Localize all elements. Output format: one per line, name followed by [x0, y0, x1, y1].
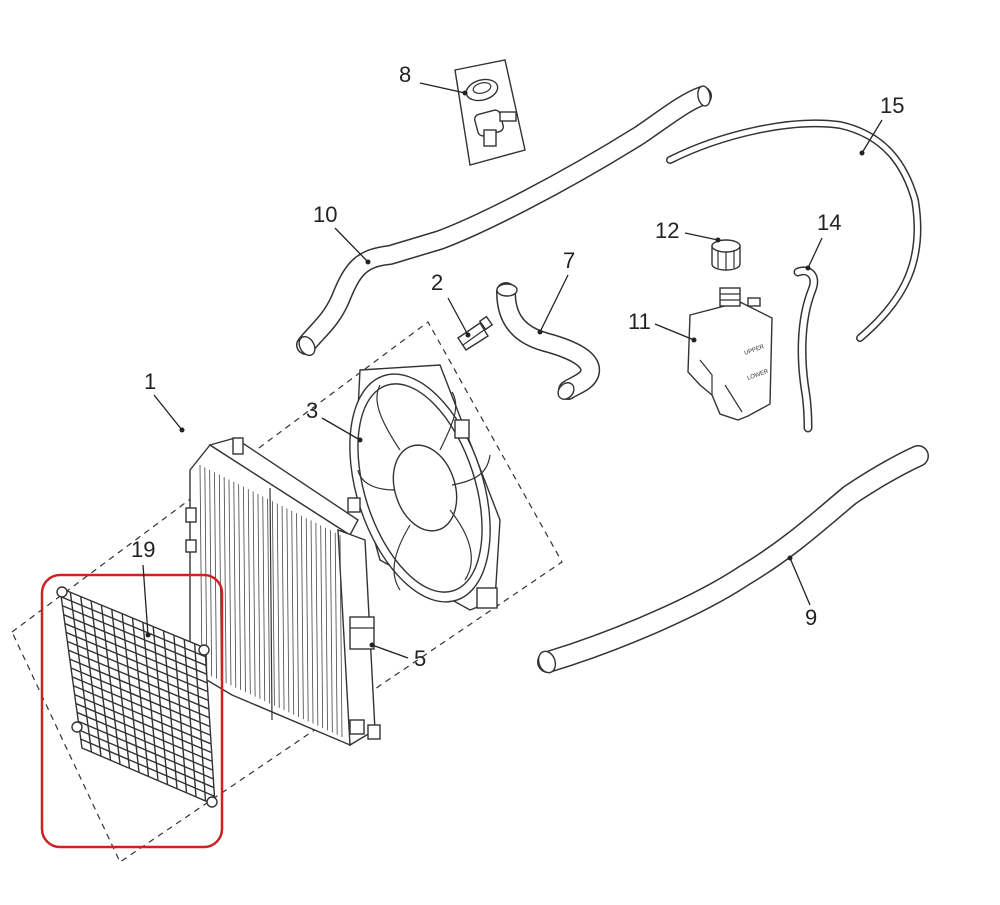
callout-2: 2	[431, 270, 471, 338]
callout-label-12: 12	[655, 218, 679, 243]
coolant-reservoir[interactable]: UPPER LOWER	[687, 287, 773, 421]
radiator-fins	[199, 464, 343, 738]
callout-label-19: 19	[131, 537, 155, 562]
callout-label-7: 7	[563, 248, 575, 273]
thermostat-housing[interactable]	[454, 59, 526, 166]
callout-label-3: 3	[306, 398, 318, 423]
reservoir-hose[interactable]	[793, 266, 819, 433]
part-19-highlight-box	[40, 573, 224, 849]
radiator[interactable]	[185, 437, 381, 747]
formed-coolant-hose[interactable]	[496, 282, 601, 402]
temperature-sensor[interactable]	[457, 315, 494, 351]
callout-1: 1	[144, 369, 185, 433]
callout-14: 14	[805, 210, 841, 271]
callout-label-10: 10	[313, 202, 337, 227]
callout-7: 7	[537, 248, 575, 335]
reservoir-cap[interactable]	[711, 239, 741, 271]
callout-11: 11	[628, 309, 697, 343]
upper-radiator-hose[interactable]	[296, 85, 712, 358]
callout-3: 3	[306, 398, 363, 443]
callout-8: 8	[399, 62, 468, 96]
callout-5: 5	[369, 642, 426, 671]
callout-19: 19	[131, 537, 155, 638]
callout-12: 12	[655, 218, 721, 243]
overflow-hose[interactable]	[666, 119, 922, 342]
callout-10: 10	[313, 202, 371, 265]
callout-label-14: 14	[817, 210, 841, 235]
callout-9: 9	[787, 555, 817, 630]
callout-label-9: 9	[805, 605, 817, 630]
radiator-screen-mesh	[60, 592, 215, 801]
callout-label-2: 2	[431, 270, 443, 295]
radiator-screen[interactable]	[56, 586, 218, 808]
radiator-assembly-outline	[11, 321, 563, 863]
callout-label-8: 8	[399, 62, 411, 87]
callout-label-5: 5	[414, 646, 426, 671]
callout-label-15: 15	[880, 93, 904, 118]
lower-radiator-hose[interactable]	[536, 445, 929, 675]
callout-label-1: 1	[144, 369, 156, 394]
callout-15: 15	[859, 93, 904, 156]
cooling-fan[interactable]	[324, 356, 517, 619]
callout-label-11: 11	[628, 309, 651, 334]
